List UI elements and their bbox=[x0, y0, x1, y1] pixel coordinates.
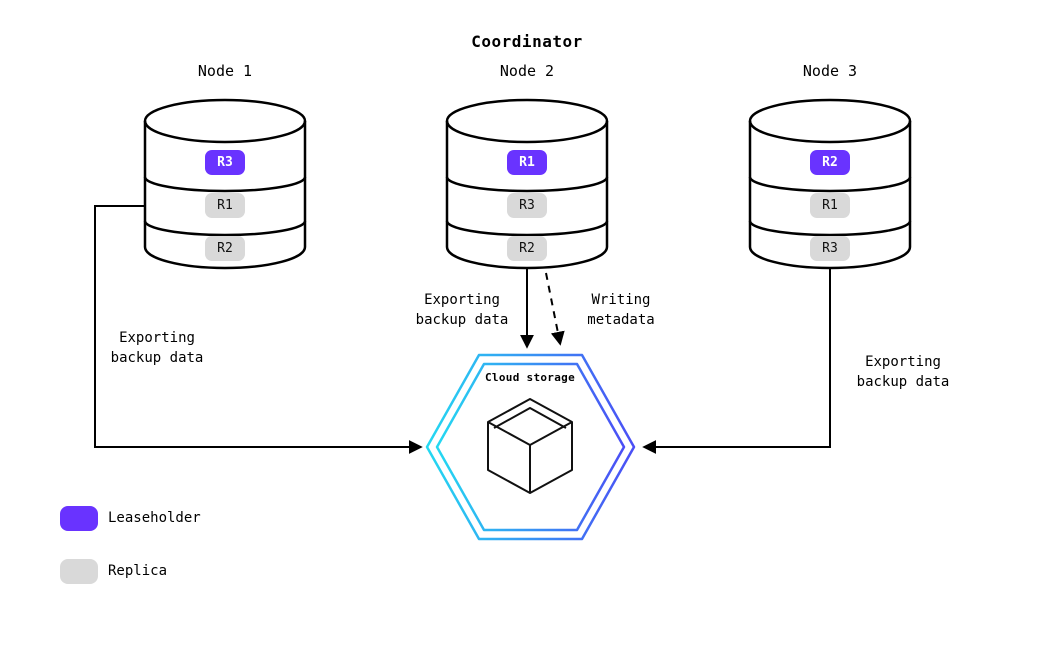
node2-replica-badge: R3 bbox=[507, 193, 547, 218]
node3-replica-leaseholder-badge: R2 bbox=[810, 150, 850, 175]
coordinator-title: Coordinator bbox=[471, 32, 583, 51]
legend-replica-label: Replica bbox=[108, 563, 168, 579]
node1-replica-badge: R1 bbox=[205, 193, 245, 218]
legend-replica-swatch bbox=[60, 559, 98, 584]
node2-export-label: Exporting backup data bbox=[415, 292, 509, 328]
node3-replica-badge: R1 bbox=[810, 193, 850, 218]
node1-replica-badge: R2 bbox=[205, 236, 245, 261]
cylinder-node1 bbox=[143, 98, 307, 270]
arrow-node3-export bbox=[642, 269, 831, 454]
node3-replica-badge: R3 bbox=[810, 236, 850, 261]
legend-leaseholder-swatch bbox=[60, 506, 98, 531]
node3-export-label: Exporting backup data bbox=[856, 354, 950, 390]
node3-label: Node 3 bbox=[802, 62, 858, 80]
node2-label: Node 2 bbox=[499, 62, 555, 80]
cylinder-node2 bbox=[445, 98, 609, 270]
cylinder-node3 bbox=[748, 98, 912, 270]
cloud-storage-label: Cloud storage bbox=[485, 371, 575, 384]
node2-metadata-label: Writing metadata bbox=[587, 292, 655, 328]
node2-replica-leaseholder-badge: R1 bbox=[507, 150, 547, 175]
node1-label: Node 1 bbox=[197, 62, 253, 80]
node2-replica-badge: R2 bbox=[507, 236, 547, 261]
legend-leaseholder-label: Leaseholder bbox=[108, 510, 201, 526]
node1-replica-leaseholder-badge: R3 bbox=[205, 150, 245, 175]
node1-export-label: Exporting backup data bbox=[110, 330, 204, 366]
cube-icon bbox=[487, 398, 573, 494]
